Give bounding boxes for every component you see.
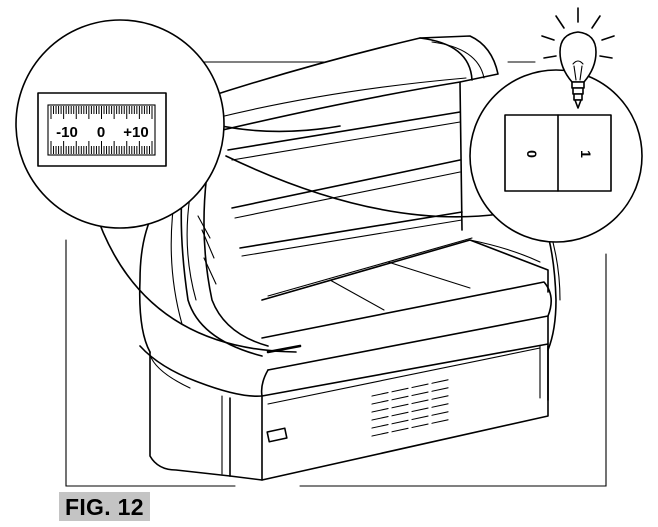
switch-callout-pointer bbox=[225, 155, 501, 218]
scale-label-zero: 0 bbox=[97, 124, 105, 141]
scale-label-plus-ten: +10 bbox=[123, 124, 148, 141]
bracket-lines bbox=[65, 61, 607, 487]
thermometer-callout: -10 0 +10 bbox=[15, 19, 341, 353]
scale-label-minus-ten: -10 bbox=[56, 124, 78, 141]
light-bulb-icon bbox=[541, 7, 615, 109]
vent-grille bbox=[371, 379, 449, 437]
display-counter bbox=[138, 35, 561, 481]
switch-off-label: 0 bbox=[524, 150, 540, 158]
light-switch-callout: 0 1 bbox=[225, 69, 643, 243]
thermometer-frame bbox=[37, 92, 167, 167]
callout-pointer-lower bbox=[93, 207, 297, 353]
switch-on-label: 1 bbox=[578, 150, 594, 158]
thermometer-scale-face bbox=[47, 104, 156, 156]
thermometer-scale-ticks bbox=[50, 106, 153, 154]
thermometer-callout-circle bbox=[15, 19, 225, 229]
light-switch-callout-circle bbox=[469, 69, 643, 243]
figure-label: FIG. 12 bbox=[59, 492, 150, 521]
